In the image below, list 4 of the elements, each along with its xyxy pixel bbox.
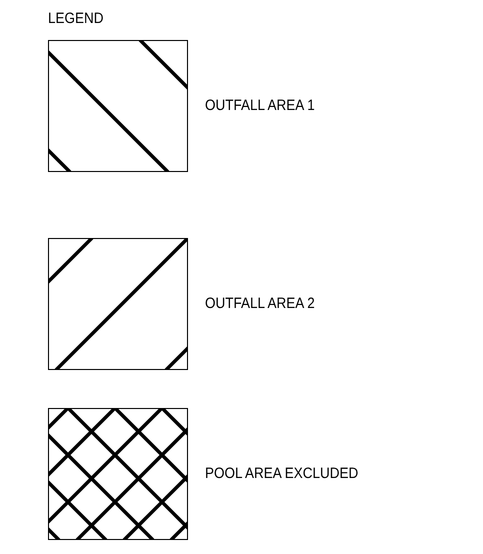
legend-label: OUTFALL AREA 1 (205, 97, 315, 114)
legend-label: OUTFALL AREA 2 (205, 295, 315, 312)
legend-title: LEGEND (48, 10, 104, 27)
legend-label: POOL AREA EXCLUDED (205, 465, 358, 482)
